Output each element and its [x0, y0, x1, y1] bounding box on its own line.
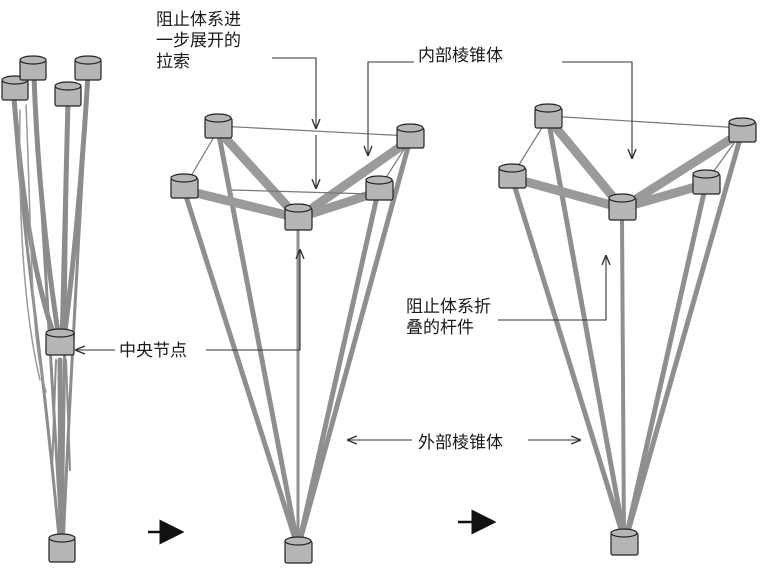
folded-structure	[1, 55, 102, 563]
deployed-structure	[498, 103, 757, 556]
leader-restraint-folded-bars	[498, 256, 606, 321]
partially-deployed-structure	[170, 113, 425, 564]
leader-restraint-cables	[272, 57, 316, 188]
leader-inner-pyramid	[368, 61, 632, 158]
label-restraint-folded-bars: 阻止体系折 叠的杆件	[406, 297, 491, 338]
leader-central-node	[76, 250, 300, 350]
folded-nodes	[1, 55, 102, 563]
label-inner-pyramid: 内部棱锥体	[418, 46, 503, 66]
label-outer-pyramid: 外部棱锥体	[418, 433, 503, 453]
label-restraint-cables: 阻止体系进 一步展开的 拉索	[156, 10, 241, 72]
label-central-node: 中央节点	[119, 341, 187, 361]
